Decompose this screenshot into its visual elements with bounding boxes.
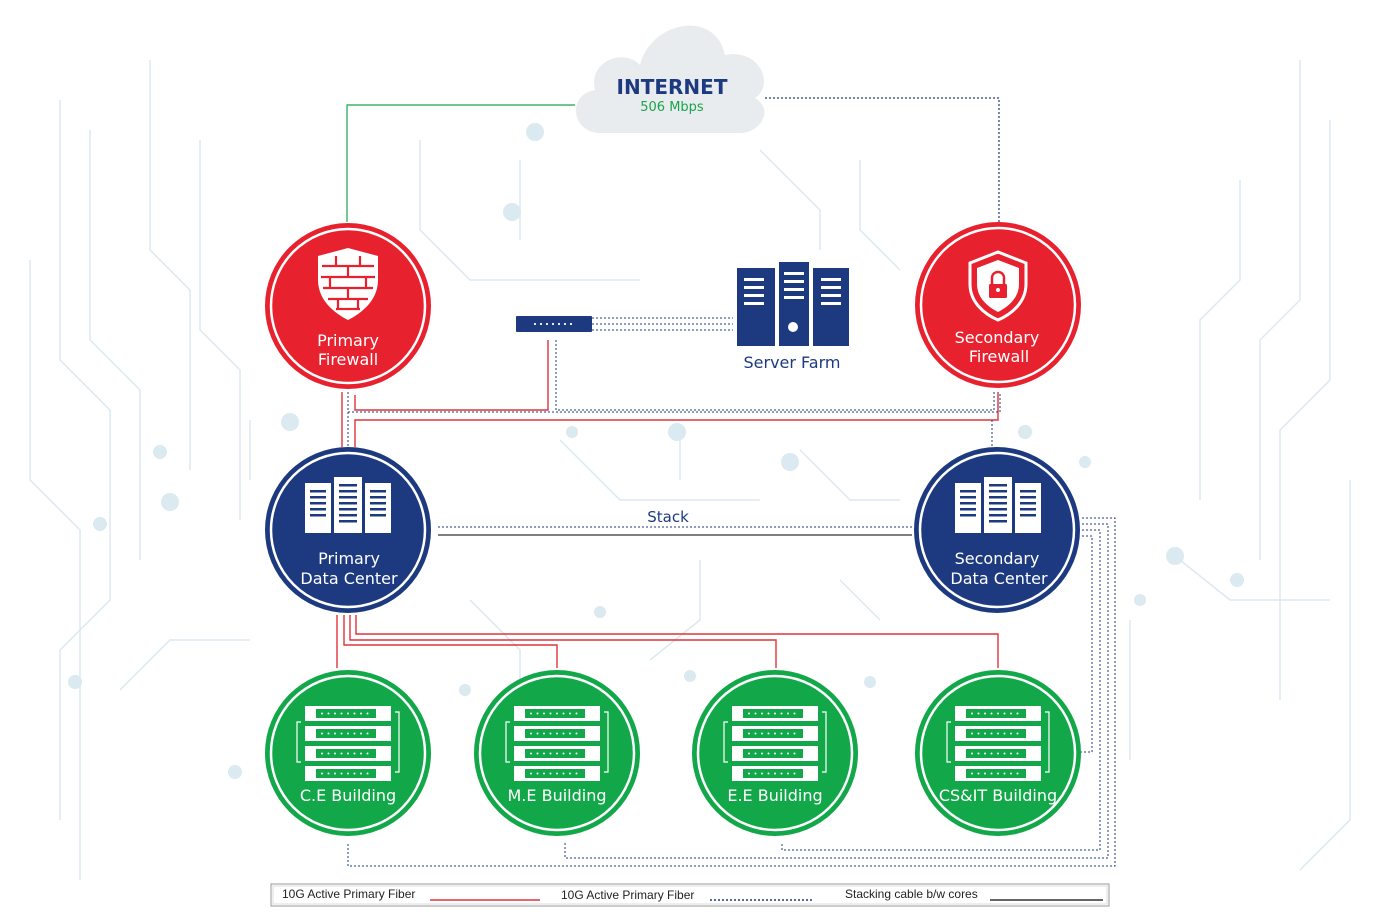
cs-it-building-label: CS&IT Building (939, 786, 1057, 805)
stack-label: Stack (647, 508, 689, 526)
building-ring (919, 674, 1077, 832)
core-switch (516, 316, 592, 332)
dc-to-csit-red-line (355, 615, 999, 668)
internet-cloud: INTERNET 506 Mbps (575, 25, 765, 133)
switch-to-secondary-firewall-line (555, 340, 995, 411)
server-farm-label: Server Farm (744, 353, 841, 372)
secondary-data-center-node: Secondary Data Center (914, 447, 1080, 613)
m-e-building-label: M.E Building (508, 786, 607, 805)
internet-to-secondary-firewall-line (765, 97, 1000, 222)
switch-stack-icon (505, 706, 609, 781)
cs-it-building-node: CS&IT Building (915, 670, 1081, 836)
primary-data-center-label-line1: Primary (318, 549, 380, 568)
internet-title: INTERNET (617, 75, 728, 99)
circuit-background (29, 60, 1351, 880)
secondary-data-center-label-line2: Data Center (950, 569, 1048, 588)
secondary-dc-to-buildings-blue-lines (347, 517, 1116, 867)
primary-data-center-node: Primary Data Center (265, 447, 431, 613)
primary-firewall-node: Primary Firewall (265, 223, 431, 389)
dc-to-ee-red-line (349, 615, 777, 668)
firewall-cross-blue-line (347, 392, 1001, 447)
building-ring (269, 674, 427, 832)
server-rack-icon (955, 477, 1041, 533)
circuit-dots (68, 123, 1244, 779)
primary-data-center-label-line2: Data Center (300, 569, 398, 588)
lock-shield-icon (968, 250, 1028, 322)
building-ring (478, 674, 636, 832)
legend-stacking-label: Stacking cable b/w cores (845, 887, 978, 901)
connection-lines (336, 97, 1116, 867)
m-e-building-node: M.E Building (474, 670, 640, 836)
primary-firewall-label-line2: Firewall (318, 350, 378, 369)
e-e-building-node: E.E Building (692, 670, 858, 836)
switch-stack-icon (296, 706, 400, 781)
secondary-firewall-label-line1: Secondary (955, 328, 1040, 347)
cloud-shape (575, 25, 765, 133)
switch-to-primary-firewall-line (354, 340, 549, 411)
secondary-firewall-node: Secondary Firewall (915, 222, 1081, 388)
server-farm: Server Farm (737, 262, 849, 372)
switch-to-server-farm-lines (592, 317, 733, 331)
c-e-building-node: C.E Building (265, 670, 431, 836)
internet-speed: 506 Mbps (640, 100, 704, 115)
legend: 10G Active Primary Fiber 10G Active Prim… (270, 883, 1110, 907)
brick-shield-icon (318, 248, 378, 320)
switch-stack-icon (723, 706, 827, 781)
server-rack-icon (305, 477, 391, 533)
primary-firewall-label-line1: Primary (317, 331, 379, 350)
switch-stack-icon (946, 706, 1050, 781)
e-e-building-label: E.E Building (727, 786, 822, 805)
secondary-data-center-label-line1: Secondary (955, 549, 1040, 568)
legend-dotted-blue-label: 10G Active Primary Fiber (561, 888, 694, 902)
firewall-cross-red-line (341, 392, 999, 447)
dc-to-me-red-line (343, 615, 558, 668)
c-e-building-label: C.E Building (300, 786, 396, 805)
secondary-firewall-label-line2: Firewall (969, 347, 1029, 366)
building-ring (696, 674, 854, 832)
server-rack-icon (737, 262, 849, 346)
internet-to-primary-firewall-line (346, 104, 575, 222)
legend-solid-red-label: 10G Active Primary Fiber (282, 887, 415, 901)
buildings: C.E Building M.E Building E.E Building CS&I… (265, 670, 1081, 836)
